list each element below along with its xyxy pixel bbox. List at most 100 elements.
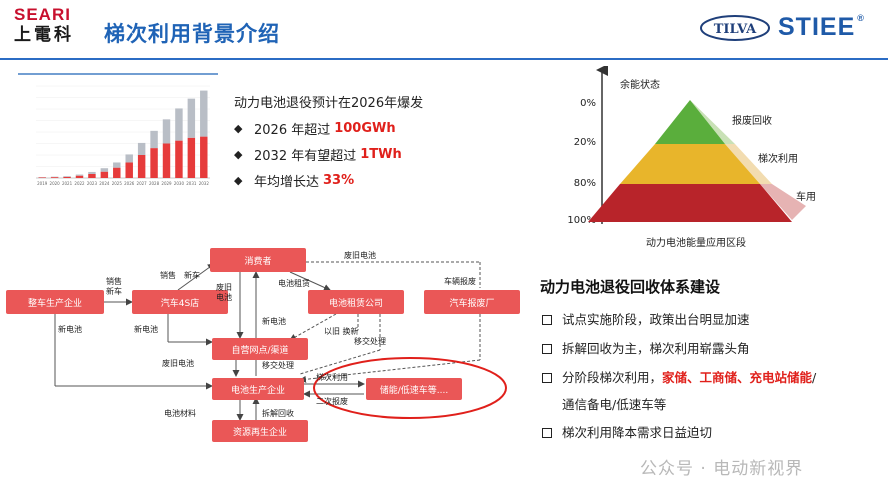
node-scrap [424, 290, 520, 314]
node-outlet-label: 自营网点/渠道 [231, 344, 288, 356]
edge-label: 二次报废 [316, 396, 348, 406]
chart-bar [150, 130, 158, 149]
edge-label: 梯次利用 [316, 372, 348, 382]
pyramid-tier-vehicle [588, 184, 792, 222]
system-item-text: 拆解回收为主，梯次利用崭露头角 [562, 341, 750, 356]
level-label: 100% [567, 215, 596, 226]
chart-bar [187, 98, 196, 138]
chart-bar [175, 108, 183, 141]
node-consumer-label: 消费者 [244, 255, 271, 267]
chart-bar [113, 162, 121, 168]
tier-label: 梯次利用 [758, 152, 798, 165]
forecast-item-highlight: 100GWh [334, 121, 396, 136]
forecast-item-text: 2026 年超过 [254, 123, 331, 138]
registered-mark: ® [857, 13, 865, 23]
chart-tick-label: 2023 [87, 181, 98, 186]
chart-bar [175, 140, 183, 178]
edge-label: 销售 [160, 270, 176, 280]
pyramid-tier-cascade [620, 144, 760, 184]
forecast-item-highlight: 1TWh [360, 147, 402, 162]
system-item-text: 梯次利用降本需求日益迫切 [562, 425, 713, 440]
checkbox-bullet-icon [542, 373, 552, 383]
forecast-block: 动力电池退役预计在2026年爆发 ◆ 2026 年超过 100GWh ◆ 203… [234, 92, 524, 197]
edge-label: 废旧电池 [216, 282, 232, 302]
tier-label: 报废回收 [732, 114, 772, 127]
chart-tick-label: 2032 [199, 181, 210, 186]
chart-tick-label: 2025 [112, 181, 123, 186]
edge-label: 电池材料 [164, 408, 196, 418]
pyramid-side-bottom [760, 184, 806, 220]
edge-label: 拆解回收 [262, 408, 294, 418]
system-item: 分阶段梯次利用，家储、工商储、充电站储能/ [540, 369, 880, 387]
chart-bar [137, 155, 146, 178]
chart-bar [75, 175, 84, 178]
system-item-highlight: 家储、工商储、充电站储能 [662, 370, 813, 385]
edge-label: 销售新车 [106, 276, 122, 296]
system-item: 梯次利用降本需求日益迫切 [540, 424, 880, 442]
node-oem-label: 整车生产企业 [28, 297, 82, 309]
node-dealer-label: 汽车4S店 [161, 297, 199, 309]
forecast-heading: 动力电池退役预计在2026年爆发 [234, 96, 424, 111]
level-label: 80% [574, 178, 596, 189]
chart-bar [88, 173, 96, 178]
chart-bar [137, 142, 146, 155]
edge-label: 新电池 [134, 324, 158, 334]
system-item-text: 试点实施阶段，政策出台明显加速 [562, 312, 750, 327]
pyramid-side-top [690, 100, 735, 144]
highlight-ellipse [313, 357, 507, 419]
chart-bar [63, 176, 71, 178]
edge-label: 新电池 [58, 324, 82, 334]
diamond-bullet-icon: ◆ [234, 174, 243, 187]
node-oem [6, 290, 104, 314]
node-outlet [212, 338, 308, 360]
diamond-bullet-icon: ◆ [234, 122, 243, 135]
chart-bar [88, 171, 96, 174]
chart-bar [113, 167, 121, 178]
edge-label: 废旧电池 [344, 250, 376, 260]
forecast-item: ◆ 2032 年有望超过 1TWh [234, 145, 524, 164]
chart-bar [200, 90, 208, 137]
system-title: 动力电池退役回收体系建设 [540, 278, 721, 296]
chart-bar [200, 136, 208, 178]
edge-label: 以旧 换新 [324, 326, 359, 336]
node-scrap-label: 汽车报废厂 [449, 297, 494, 309]
diamond-bullet-icon: ◆ [234, 148, 243, 161]
edge-label: 新电池 [262, 316, 286, 326]
chart-bar [162, 119, 171, 144]
edge-label: 移交处理 [354, 336, 386, 346]
edge-label: 新车 [184, 270, 200, 280]
edge-label: 电池租赁 [278, 278, 310, 288]
level-label: 20% [574, 137, 596, 148]
forecast-item-highlight: 33% [323, 173, 355, 188]
chart-tick-label: 2029 [161, 181, 172, 186]
chart-bar [100, 168, 109, 172]
chart-bar [38, 177, 46, 178]
seari-logo: SEARI 上電科 [14, 6, 94, 50]
forecast-item: ◆ 2026 年超过 100GWh [234, 119, 524, 138]
stiee-logo: STIEE® [778, 13, 865, 42]
pyramid-tier-recycle [655, 100, 725, 144]
system-item-continuation: 通信备电/低速车等 [562, 397, 667, 412]
checkbox-bullet-icon [542, 315, 552, 325]
pyramid-caption: 动力电池能量应用区段 [646, 236, 746, 249]
edge-label: 移交处理 [262, 360, 294, 370]
edge-label: 车辆报废 [444, 276, 476, 286]
level-label: 0% [580, 98, 596, 109]
chart-bar [162, 143, 171, 178]
header-divider [0, 58, 888, 60]
energy-pyramid: 余能状态 0% 20% 80% 100% 报废回收 梯次利用 车用 动力电池能量… [567, 66, 816, 249]
chart-tick-label: 2020 [50, 181, 61, 186]
watermark: 公众号 · 电动新视界 [640, 459, 804, 479]
chart-tick-label: 2028 [149, 181, 160, 186]
node-rental [308, 290, 404, 314]
chart-bar [187, 137, 196, 178]
chart-tick-label: 2022 [74, 181, 85, 186]
logo-text-bottom: 上電科 [14, 25, 74, 45]
forecast-item-text: 2032 年有望超过 [254, 149, 357, 164]
recycling-system-block: 动力电池退役回收体系建设 试点实施阶段，政策出台明显加速 拆解回收为主，梯次利用… [540, 276, 880, 453]
chart-tick-label: 2031 [186, 181, 197, 186]
node-dealer [132, 290, 228, 314]
chart-bar [50, 177, 59, 178]
chart-tick-label: 2019 [37, 181, 48, 186]
